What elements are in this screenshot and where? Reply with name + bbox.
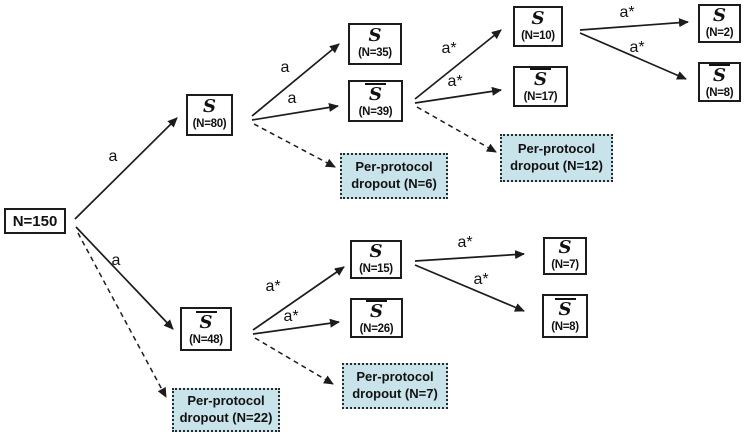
node-symbol: S (203, 96, 216, 118)
node-symbol-overline: S (554, 297, 576, 319)
node-s-n35: S (N=35) (348, 23, 402, 65)
node-s-n10: S (N=10) (513, 6, 563, 47)
dropout-n22: Per-protocol dropout (N=22) (172, 388, 280, 432)
node-count: (N=7) (551, 259, 579, 272)
dropout-line1: Per-protocol (187, 393, 265, 409)
node-count: (N=17) (523, 91, 558, 104)
node-symbol-overline: S (195, 310, 217, 332)
edge-label-s80-s39: a (287, 90, 297, 107)
node-sbar-n8-top: S (N=8) (698, 62, 741, 102)
node-count: (N=39) (358, 105, 393, 118)
dropout-line1: Per-protocol (355, 159, 433, 175)
edge-s48-dropout7 (254, 337, 334, 385)
edge-s10-s2 (579, 18, 689, 31)
node-sbar-n26: S (N=26) (350, 298, 403, 338)
edge-s15-s7 (414, 250, 525, 262)
node-count: (N=2) (705, 26, 734, 39)
node-symbol: S (369, 240, 383, 262)
node-symbol: S (531, 7, 545, 29)
node-s-n15: S (N=15) (350, 240, 402, 279)
edge-s39-s17 (414, 86, 502, 104)
node-symbol-overline: S (709, 63, 730, 85)
edge-root-s80 (74, 117, 178, 220)
edge-label-s39-s10: a* (441, 40, 457, 57)
dropout-line2: dropout (N=22) (179, 410, 273, 425)
node-sbar-n8-bottom: S (N=8) (542, 294, 588, 338)
dropout-line1: Per-protocol (356, 369, 434, 385)
node-s-n2: S (N=2) (698, 4, 741, 43)
node-symbol-overline: S (530, 68, 551, 89)
edge-label-root-s48: a (111, 252, 121, 269)
node-count: (N=48) (189, 333, 223, 346)
node-sbar-n48: S (N=48) (180, 307, 232, 351)
node-sbar-n39: S (N=39) (348, 80, 403, 122)
node-count: (N=35) (358, 47, 392, 60)
edge-s80-s35 (251, 43, 340, 117)
dropout-line1: Per-protocol (517, 141, 596, 157)
node-symbol: S (368, 25, 382, 47)
edge-s80-s39 (251, 103, 339, 121)
edge-s39-s10 (414, 29, 502, 100)
dropout-line2: dropout (N=7) (352, 386, 438, 401)
node-root-n150: N=150 (4, 208, 66, 234)
edge-s48-s15 (252, 266, 345, 331)
edge-label-s15-s8: a* (473, 271, 489, 288)
edge-s15-s8 (414, 264, 525, 312)
edge-s48-s26 (252, 318, 340, 335)
node-count: (N=26) (359, 322, 394, 335)
node-symbol-overline: S (366, 299, 387, 321)
node-sbar-n17: S (N=17) (513, 66, 568, 107)
edge-label-s48-s15: a* (265, 278, 281, 295)
node-count: (N=15) (359, 262, 393, 275)
edge-root-dropout22 (77, 232, 167, 398)
node-symbol: S (558, 237, 572, 259)
node-count: (N=8) (551, 320, 579, 333)
edge-label-s80-s35: a (280, 59, 290, 76)
edge-label-s15-s7: a* (457, 234, 473, 251)
dropout-line2: dropout (N=12) (510, 158, 603, 173)
dropout-n7: Per-protocol dropout (N=7) (342, 363, 448, 409)
node-count: (N=80) (192, 118, 227, 131)
node-s-n80: S (N=80) (186, 94, 233, 136)
dropout-line2: dropout (N=6) (351, 176, 437, 191)
edge-s10-s8 (579, 32, 687, 80)
dropout-n12: Per-protocol dropout (N=12) (500, 134, 613, 182)
node-count: (N=10) (521, 29, 555, 42)
edge-label-s10-s8: a* (629, 39, 645, 56)
edge-s39-dropout12 (416, 106, 497, 153)
node-count: (N=8) (705, 86, 734, 99)
edge-label-s48-s26: a* (283, 308, 299, 325)
node-symbol: S (713, 4, 726, 26)
node-root-label: N=150 (12, 212, 58, 230)
node-symbol-overline: S (365, 82, 386, 104)
edge-label-root-s80: a (108, 148, 118, 165)
edge-label-s10-s2: a* (619, 4, 635, 21)
edge-label-s39-s17: a* (447, 73, 463, 90)
dropout-n6: Per-protocol dropout (N=6) (340, 153, 448, 199)
edge-s80-dropout6 (253, 123, 336, 168)
node-s-n7: S (N=7) (543, 237, 587, 275)
edge-root-s48 (75, 226, 174, 330)
